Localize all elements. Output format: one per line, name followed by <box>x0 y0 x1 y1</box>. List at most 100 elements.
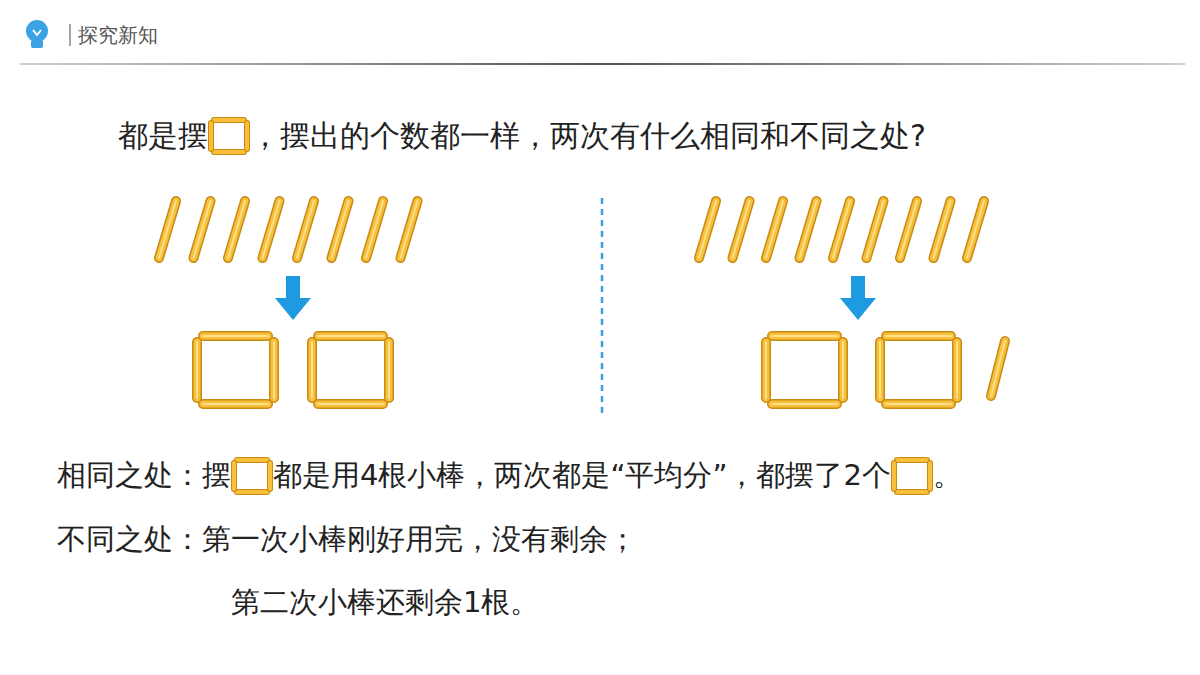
stick-stroke <box>934 201 951 258</box>
icon-stroke <box>244 123 250 149</box>
diff-line: 不同之处：第一次小棒刚好用完，没有剩余； <box>57 520 637 560</box>
icon-stroke <box>209 123 213 149</box>
stick-stroke <box>228 201 245 258</box>
stick-stroke <box>800 201 817 258</box>
stick-stroke <box>311 342 313 398</box>
stick <box>991 341 1005 396</box>
stick-stroke <box>886 399 951 409</box>
stick-stroke <box>366 201 383 258</box>
stick-stroke <box>318 399 383 409</box>
stick-stroke <box>886 333 951 340</box>
icon-stroke <box>897 457 927 463</box>
header-rule <box>20 63 1185 65</box>
stick <box>900 201 917 258</box>
stick <box>312 342 313 398</box>
stick-stroke <box>263 201 280 258</box>
stick <box>263 201 280 258</box>
stick-stroke <box>840 342 847 398</box>
stick <box>833 201 850 258</box>
text-label: 。 <box>933 456 962 496</box>
stick <box>332 201 349 258</box>
stick-stroke <box>228 201 245 258</box>
stick <box>366 201 383 258</box>
stick <box>772 336 837 337</box>
text-label: 摆 <box>202 456 231 496</box>
stick-stroke <box>763 342 770 398</box>
stick-stroke <box>332 201 349 258</box>
stick <box>389 342 390 398</box>
stick-stroke <box>766 201 783 258</box>
stick-stroke <box>991 341 1005 396</box>
stick-stroke <box>194 342 201 398</box>
stick-stroke <box>766 201 783 258</box>
stick <box>880 342 881 398</box>
stick-stroke <box>297 201 314 258</box>
stick-stroke <box>991 341 1005 396</box>
stick <box>197 342 198 398</box>
stick-stroke <box>886 331 951 341</box>
stick-stroke <box>332 201 349 258</box>
divider <box>601 198 604 414</box>
stick-stroke <box>159 201 176 258</box>
stick-stroke <box>952 342 962 398</box>
stick-stroke <box>699 201 716 258</box>
stick-stroke <box>263 201 280 258</box>
icon-stroke <box>237 490 267 494</box>
text-label: 都是用4根小棒，两次都是“平均分”，都摆了2个 <box>273 456 891 496</box>
stick-stroke <box>196 342 198 398</box>
icon-stroke <box>268 463 272 489</box>
stick-stroke <box>159 201 176 258</box>
stick-stroke <box>307 342 317 398</box>
down-arrow <box>840 276 876 320</box>
stick-stroke <box>772 403 837 405</box>
icon-stroke <box>897 490 927 494</box>
stick-stroke <box>297 201 314 258</box>
stick-stroke <box>772 399 837 409</box>
square-icon <box>208 117 250 155</box>
stick-stroke <box>733 201 750 258</box>
stick-stroke <box>384 342 394 398</box>
stick-stroke <box>879 342 881 398</box>
stick-stroke <box>318 401 383 408</box>
stick-stroke <box>900 201 917 258</box>
stick <box>159 201 176 258</box>
stick <box>967 201 984 258</box>
icon-stroke <box>232 463 236 489</box>
stick <box>766 201 783 258</box>
stick-stroke <box>203 403 268 405</box>
stick-stroke <box>733 201 750 258</box>
text-label: 第二次小棒还剩余1根。 <box>231 583 539 623</box>
stick-stroke <box>934 201 951 258</box>
stick-stroke <box>967 201 984 258</box>
stick-stroke <box>699 201 716 258</box>
stick-stroke <box>833 201 850 258</box>
text-label: 相同之处： <box>57 456 202 496</box>
stick-stroke <box>271 342 278 398</box>
stick-stroke <box>867 201 884 258</box>
stick-stroke <box>766 201 783 258</box>
stick-stroke <box>699 201 716 258</box>
stick-stroke <box>194 201 211 258</box>
stick-stroke <box>875 342 885 398</box>
square-icon <box>891 457 933 495</box>
stick-stroke <box>263 201 280 258</box>
stick-stroke <box>772 333 837 340</box>
stick <box>886 404 951 405</box>
stick-stroke <box>203 335 268 337</box>
stick-stroke <box>401 201 418 258</box>
text-label: 探究新知 <box>78 22 158 49</box>
icon-stroke <box>214 150 244 154</box>
stick-stroke <box>228 201 245 258</box>
diff-line-2: 第二次小棒还剩余1根。 <box>231 583 539 623</box>
text-label: 都是摆 <box>118 116 208 157</box>
text-label: 第一次小棒刚好用完，没有剩余； <box>202 520 637 560</box>
stick-stroke <box>203 333 268 340</box>
stick-stroke <box>269 342 279 398</box>
stick <box>843 342 844 398</box>
stick-stroke <box>772 331 837 341</box>
stick-stroke <box>867 201 884 258</box>
stick <box>699 201 716 258</box>
icon-stroke <box>231 463 237 489</box>
icon-stroke <box>897 458 927 462</box>
stick-stroke <box>934 201 951 258</box>
